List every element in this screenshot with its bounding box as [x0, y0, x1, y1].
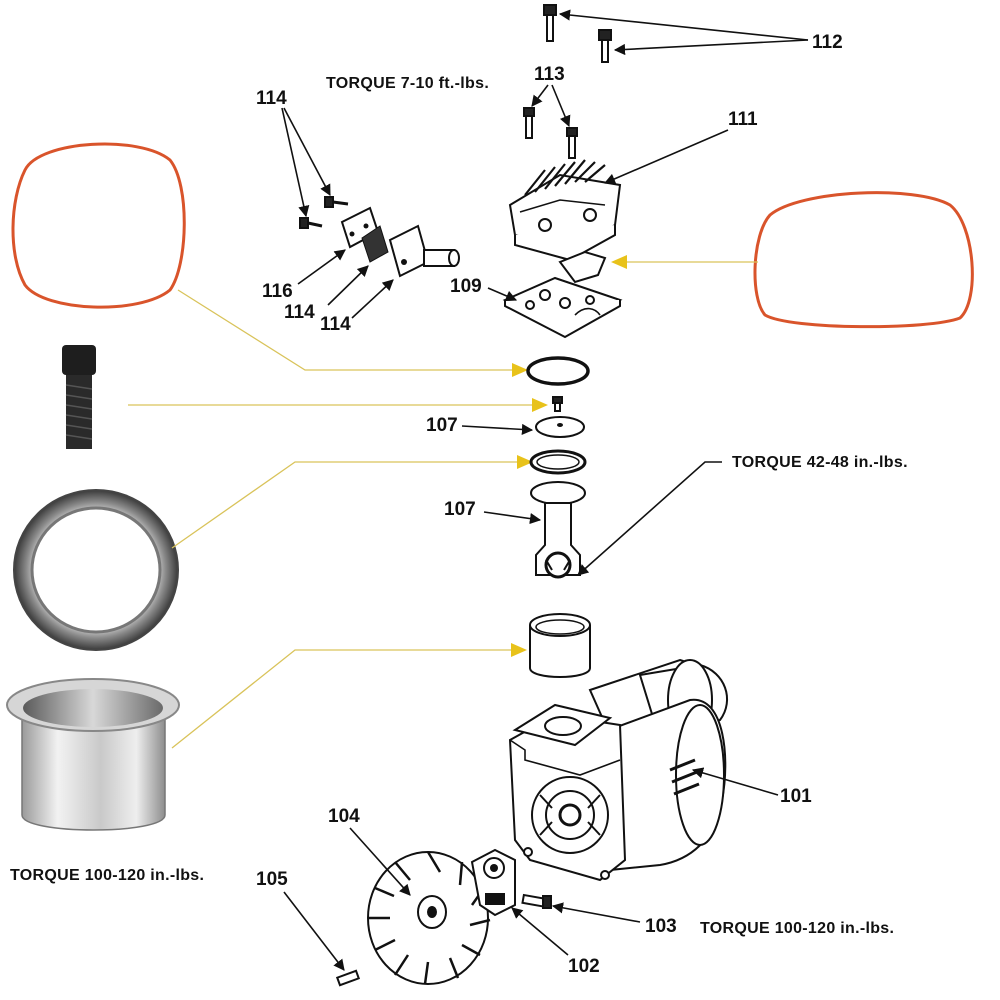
head-gasket-drawing	[558, 250, 607, 284]
yellow-leader-lines	[128, 255, 758, 749]
torque-bottom-spec: TORQUE 100-120 in.-lbs.	[700, 920, 894, 937]
label-112: 112	[812, 32, 843, 53]
label-114-mid: 114	[284, 302, 315, 323]
label-107-rod: 107	[444, 499, 476, 520]
piston-ring-photo	[13, 489, 179, 651]
label-102: 102	[568, 956, 600, 977]
label-116: 116	[262, 281, 293, 302]
label-103: 103	[645, 916, 677, 937]
connecting-rod-107	[530, 481, 586, 579]
label-105: 105	[256, 869, 288, 890]
head-bolt-112a	[543, 4, 557, 42]
piston-ring-drawing	[529, 449, 587, 475]
cylinder-head-111	[508, 159, 622, 262]
label-111: 111	[728, 109, 758, 130]
label-101: 101	[780, 786, 812, 807]
screw-113a	[523, 107, 535, 139]
label-104: 104	[328, 806, 360, 827]
socket-head-bolt-photo	[62, 345, 96, 449]
piston-cup-107	[535, 416, 585, 438]
oring-drawing	[526, 356, 590, 386]
label-114-top: 114	[256, 88, 287, 109]
screw-103	[521, 893, 552, 909]
screw-105	[335, 969, 361, 987]
leader-arrows	[281, 9, 809, 971]
torque-head-spec: TORQUE 7-10 ft.-lbs.	[326, 75, 489, 92]
screw-114b	[324, 196, 349, 208]
cap-screw-drawing	[552, 396, 563, 412]
label-114-low: 114	[320, 314, 351, 335]
screw-114a	[299, 217, 323, 229]
valve-plate-gasket-photo	[753, 191, 974, 329]
eccentric-102	[470, 848, 516, 917]
motor-crankcase-101	[508, 658, 729, 882]
head-bolt-112b	[598, 29, 612, 63]
torque-left-spec: TORQUE 100-120 in.-lbs.	[10, 867, 204, 884]
label-109: 109	[450, 276, 482, 297]
fan-104	[367, 851, 491, 985]
sleeve-drawing	[529, 613, 591, 678]
reed-114	[361, 225, 389, 263]
valve-plate-109	[502, 276, 623, 339]
valve-body-114	[388, 224, 460, 278]
cylinder-sleeve-photo	[6, 678, 180, 831]
label-113: 113	[534, 64, 565, 85]
label-107-cup: 107	[426, 415, 458, 436]
screw-113b	[566, 127, 578, 159]
torque-rod-spec: TORQUE 42-48 in.-lbs.	[732, 454, 908, 471]
cylinder-oring-photo	[11, 142, 186, 309]
